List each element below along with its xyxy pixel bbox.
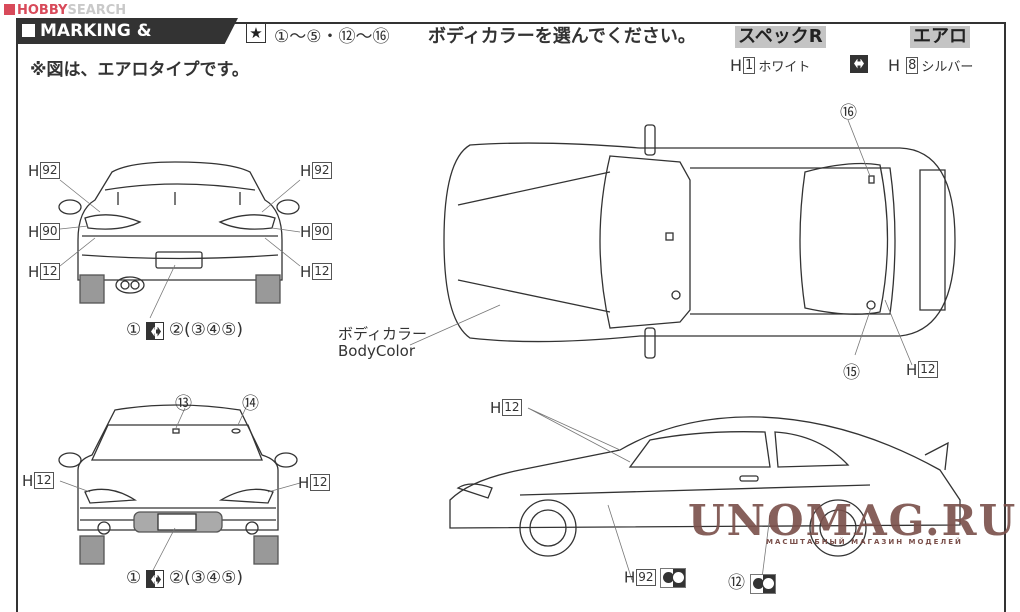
square-bullet-icon <box>22 24 35 37</box>
swap-arrows-icon <box>146 321 165 340</box>
black-white-dots-icon <box>660 568 687 588</box>
decal-range: ①～⑤・⑫～⑯ <box>274 27 390 47</box>
front-decal-options: ① ②(③④⑤) <box>126 568 244 588</box>
body-color-label: ボディカラー BodyColor <box>338 325 427 360</box>
star-icon: ★ <box>246 23 266 43</box>
top-view-drawing <box>409 119 956 366</box>
watermark: UNOMAG.RU <box>688 496 1018 545</box>
section-title: MARKING & PAINTING <box>16 18 238 44</box>
front-decal-14: ⑭ <box>242 394 259 414</box>
side-decal-12: ⑫ <box>728 568 776 594</box>
variant-badge-spec-r: スペックR <box>735 26 826 48</box>
variant-swap-area <box>850 53 868 73</box>
swap-arrows-icon <box>146 569 165 588</box>
side-view-drawing <box>449 407 961 581</box>
hobby-search-logo: HOBBYSEARCH <box>4 3 126 18</box>
rear-view-drawing <box>58 161 301 319</box>
front-decal-13: ⑬ <box>175 394 192 414</box>
top-decal-15: ⑮ <box>843 363 860 383</box>
swap-arrows-icon <box>850 54 868 73</box>
watermark-subtitle: МАСШТАБНЫЙ МАГАЗИН МОДЕЛЕЙ <box>766 538 963 546</box>
variant-badge-aero: エアロ <box>910 26 970 48</box>
choose-body-color-heading: ボディカラーを選んでください。 <box>428 26 696 47</box>
black-white-dots-icon <box>749 573 776 594</box>
rear-decal-options: ① ②(③④⑤) <box>126 320 244 340</box>
aero-note: ※図は、エアロタイプです。 <box>30 60 249 80</box>
top-decal-16: ⑯ <box>840 103 857 123</box>
logo-mark-icon <box>4 4 15 15</box>
front-view-drawing <box>58 402 301 577</box>
instruction-frame <box>16 22 1006 612</box>
